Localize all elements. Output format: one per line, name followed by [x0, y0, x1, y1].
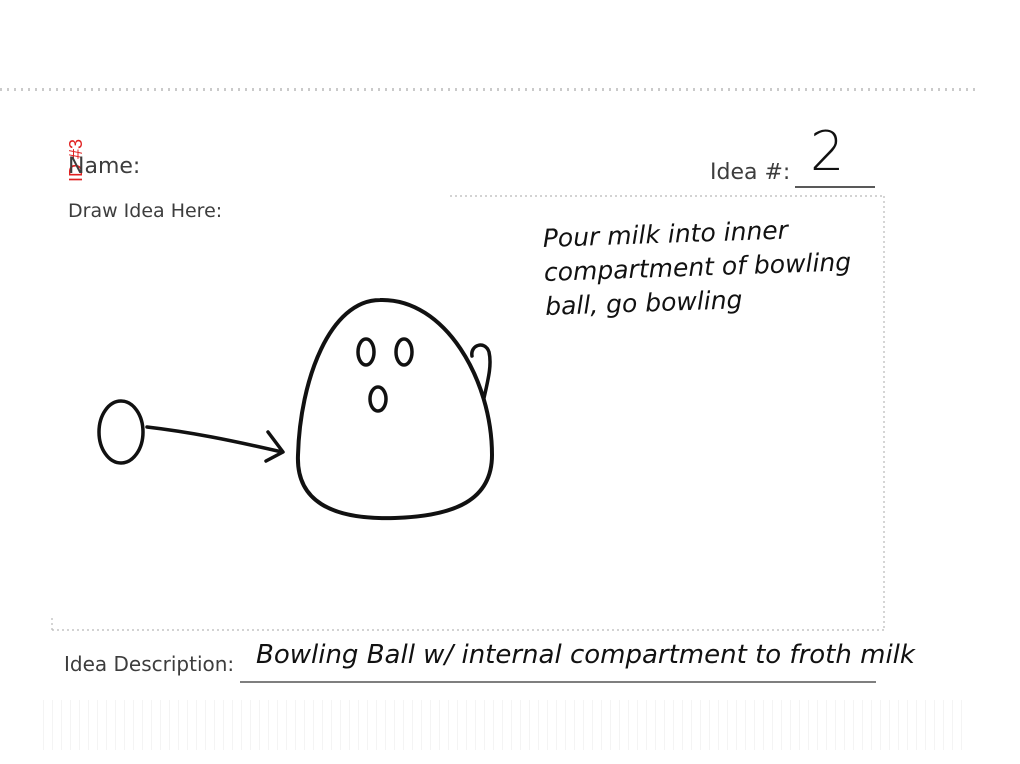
idea-number-value: 2 — [810, 120, 845, 183]
small-ball-drawing — [97, 399, 145, 465]
drawing-area-border — [51, 195, 885, 631]
idea-number-label: Idea #: — [710, 160, 791, 185]
compartment-drawing — [470, 343, 492, 400]
description-value: Bowling Ball w/ internal compartment to … — [256, 640, 915, 670]
finger-hole-left — [356, 337, 376, 367]
sketch-note: Pour milk into inner compartment of bowl… — [542, 211, 853, 324]
description-label: Idea Description: — [64, 652, 235, 676]
arrow-line — [145, 425, 284, 454]
draw-idea-label: Draw Idea Here: — [68, 200, 223, 222]
thumb-hole — [368, 385, 388, 413]
bowling-ball-drawing — [295, 297, 494, 521]
finger-hole-right — [394, 337, 414, 367]
scan-artifact-bottom — [40, 700, 970, 750]
scan-artifact-top — [0, 88, 980, 91]
arrow-head — [264, 430, 285, 463]
name-label: Name: — [68, 154, 141, 179]
